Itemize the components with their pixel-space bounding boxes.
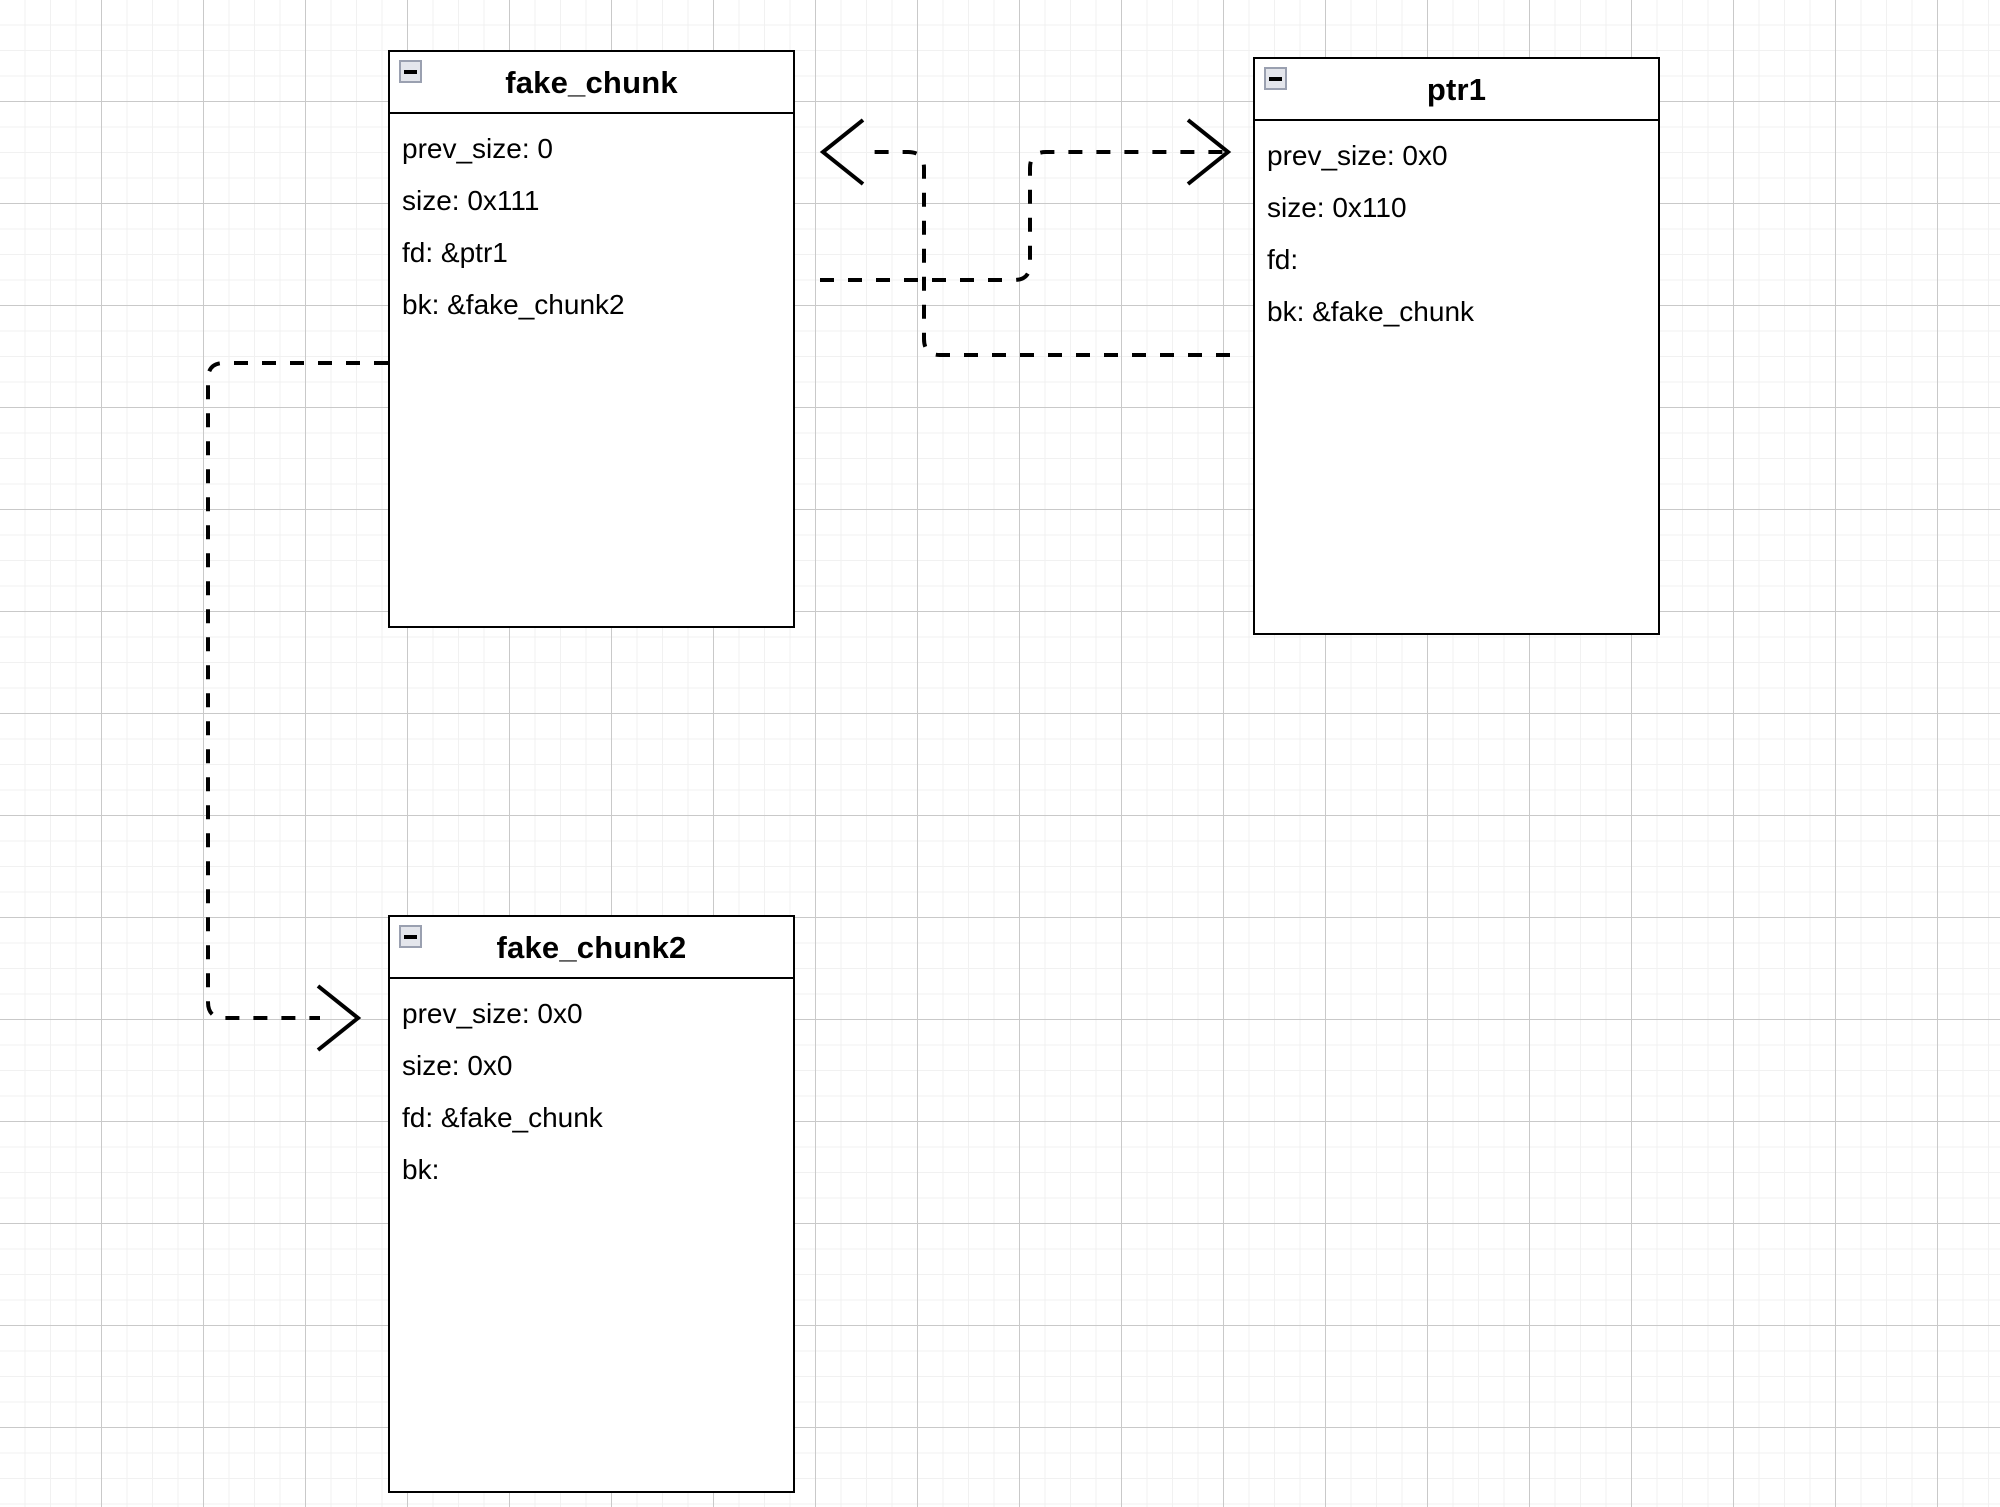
node-title: fake_chunk [505, 64, 678, 100]
node-body-fake-chunk2: prev_size: 0x0 size: 0x0 fd: &fake_chunk… [390, 979, 793, 1491]
edge-bk-to-fake-chunk2 [206, 361, 388, 1052]
node-header-fake-chunk2: fake_chunk2 [390, 917, 793, 979]
arrowhead-right-icon [1186, 118, 1232, 186]
node-body-fake-chunk: prev_size: 0 size: 0x111 fd: &ptr1 bk: &… [390, 114, 793, 626]
field-size: size: 0x110 [1267, 192, 1407, 223]
edge-fd-to-ptr1 [820, 118, 1232, 282]
node-header-fake-chunk: fake_chunk [390, 52, 793, 114]
node-body-ptr1: prev_size: 0x0 size: 0x110 fd: bk: &fake… [1255, 121, 1658, 633]
field-prev-size: prev_size: 0x0 [402, 998, 583, 1029]
node-header-ptr1: ptr1 [1255, 59, 1658, 121]
field-fd: fd: [1267, 244, 1299, 275]
node-fake-chunk2[interactable]: fake_chunk2 prev_size: 0x0 size: 0x0 fd:… [388, 915, 795, 1493]
field-prev-size: prev_size: 0 [402, 133, 553, 164]
field-size: size: 0x111 [402, 185, 540, 216]
node-title: fake_chunk2 [496, 929, 687, 965]
edge-ptr1-bk-to-fake-chunk [819, 118, 1230, 357]
minus-icon[interactable] [1264, 67, 1287, 90]
field-bk: bk: &fake_chunk [1267, 296, 1475, 327]
minus-icon[interactable] [399, 925, 422, 948]
field-fd: fd: &fake_chunk [402, 1102, 603, 1133]
node-fake-chunk[interactable]: fake_chunk prev_size: 0 size: 0x111 fd: … [388, 50, 795, 628]
node-title: ptr1 [1426, 71, 1487, 107]
minus-icon[interactable] [399, 60, 422, 83]
field-bk: bk: [402, 1154, 440, 1185]
arrowhead-down-right-icon [316, 984, 362, 1052]
field-size: size: 0x0 [402, 1050, 513, 1081]
field-prev-size: prev_size: 0x0 [1267, 140, 1448, 171]
arrowhead-left-icon [819, 118, 865, 186]
field-fd: fd: &ptr1 [402, 237, 508, 268]
node-ptr1[interactable]: ptr1 prev_size: 0x0 size: 0x110 fd: bk: … [1253, 57, 1660, 635]
field-bk: bk: &fake_chunk2 [402, 289, 625, 320]
